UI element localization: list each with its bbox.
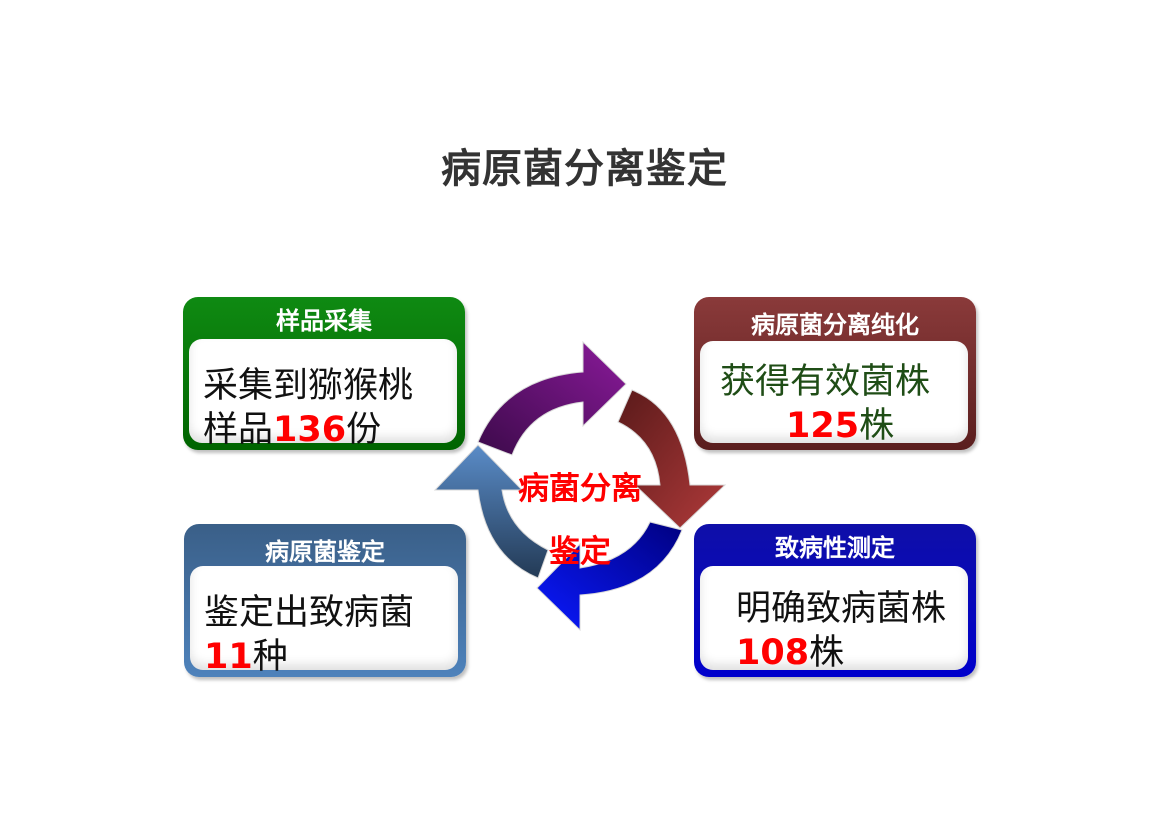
- panel-identification: 病原菌鉴定 鉴定出致病菌 11种: [184, 524, 466, 677]
- arrow-sample-to-isolation: [477, 340, 627, 456]
- panel-header: 病原菌分离纯化: [751, 311, 919, 339]
- panel-header: 病原菌鉴定: [265, 538, 385, 566]
- arrow-isolation-to-pathogenicity: [617, 389, 727, 529]
- text-suffix: 种: [252, 637, 288, 677]
- panel-text-line2: 样品136份: [203, 401, 381, 452]
- center-label-line1: 病菌分离: [518, 471, 642, 507]
- panel-text-line1: 采集到猕猴桃: [203, 366, 414, 406]
- text-suffix: 株: [809, 633, 845, 673]
- panel-text-line1: 获得有效菌株: [720, 362, 931, 402]
- panel-body: 获得有效菌株 125株: [700, 341, 968, 446]
- text-suffix: 株: [859, 406, 895, 446]
- panel-text-line1: 明确致病菌株: [736, 589, 947, 629]
- panel-header: 致病性测定: [775, 534, 895, 562]
- panel-body: 明确致病菌株 108株: [700, 566, 968, 673]
- panel-sample-collection: 样品采集 采集到猕猴桃 样品136份: [183, 297, 465, 450]
- panel-body: 采集到猕猴桃 样品136份: [189, 339, 457, 450]
- panel-body: 鉴定出致病菌 11种: [190, 566, 458, 677]
- text-suffix: 份: [346, 410, 382, 450]
- arrow-identification-to-sample: [433, 444, 549, 579]
- count-value: 108: [736, 633, 810, 673]
- panel-text-line1: 鉴定出致病菌: [204, 593, 415, 633]
- page-title: 病原菌分离鉴定: [441, 146, 728, 192]
- panel-header: 样品采集: [276, 307, 372, 335]
- panel-text-line2: 125株: [786, 397, 894, 448]
- count-value: 136: [273, 410, 347, 450]
- count-value: 11: [204, 637, 253, 677]
- panel-text-line2: 11种: [204, 628, 288, 679]
- text-prefix: 样品: [203, 410, 274, 450]
- panel-pathogenicity-test: 致病性测定 明确致病菌株 108株: [694, 524, 976, 677]
- panel-isolation-purification: 病原菌分离纯化 获得有效菌株 125株: [694, 297, 976, 450]
- panel-text-line2: 108株: [736, 624, 844, 675]
- arrow-pathogenicity-to-identification: [536, 521, 683, 632]
- cycle-diagram: [433, 340, 727, 632]
- center-label-line2: 鉴定: [549, 534, 611, 570]
- count-value: 125: [786, 406, 860, 446]
